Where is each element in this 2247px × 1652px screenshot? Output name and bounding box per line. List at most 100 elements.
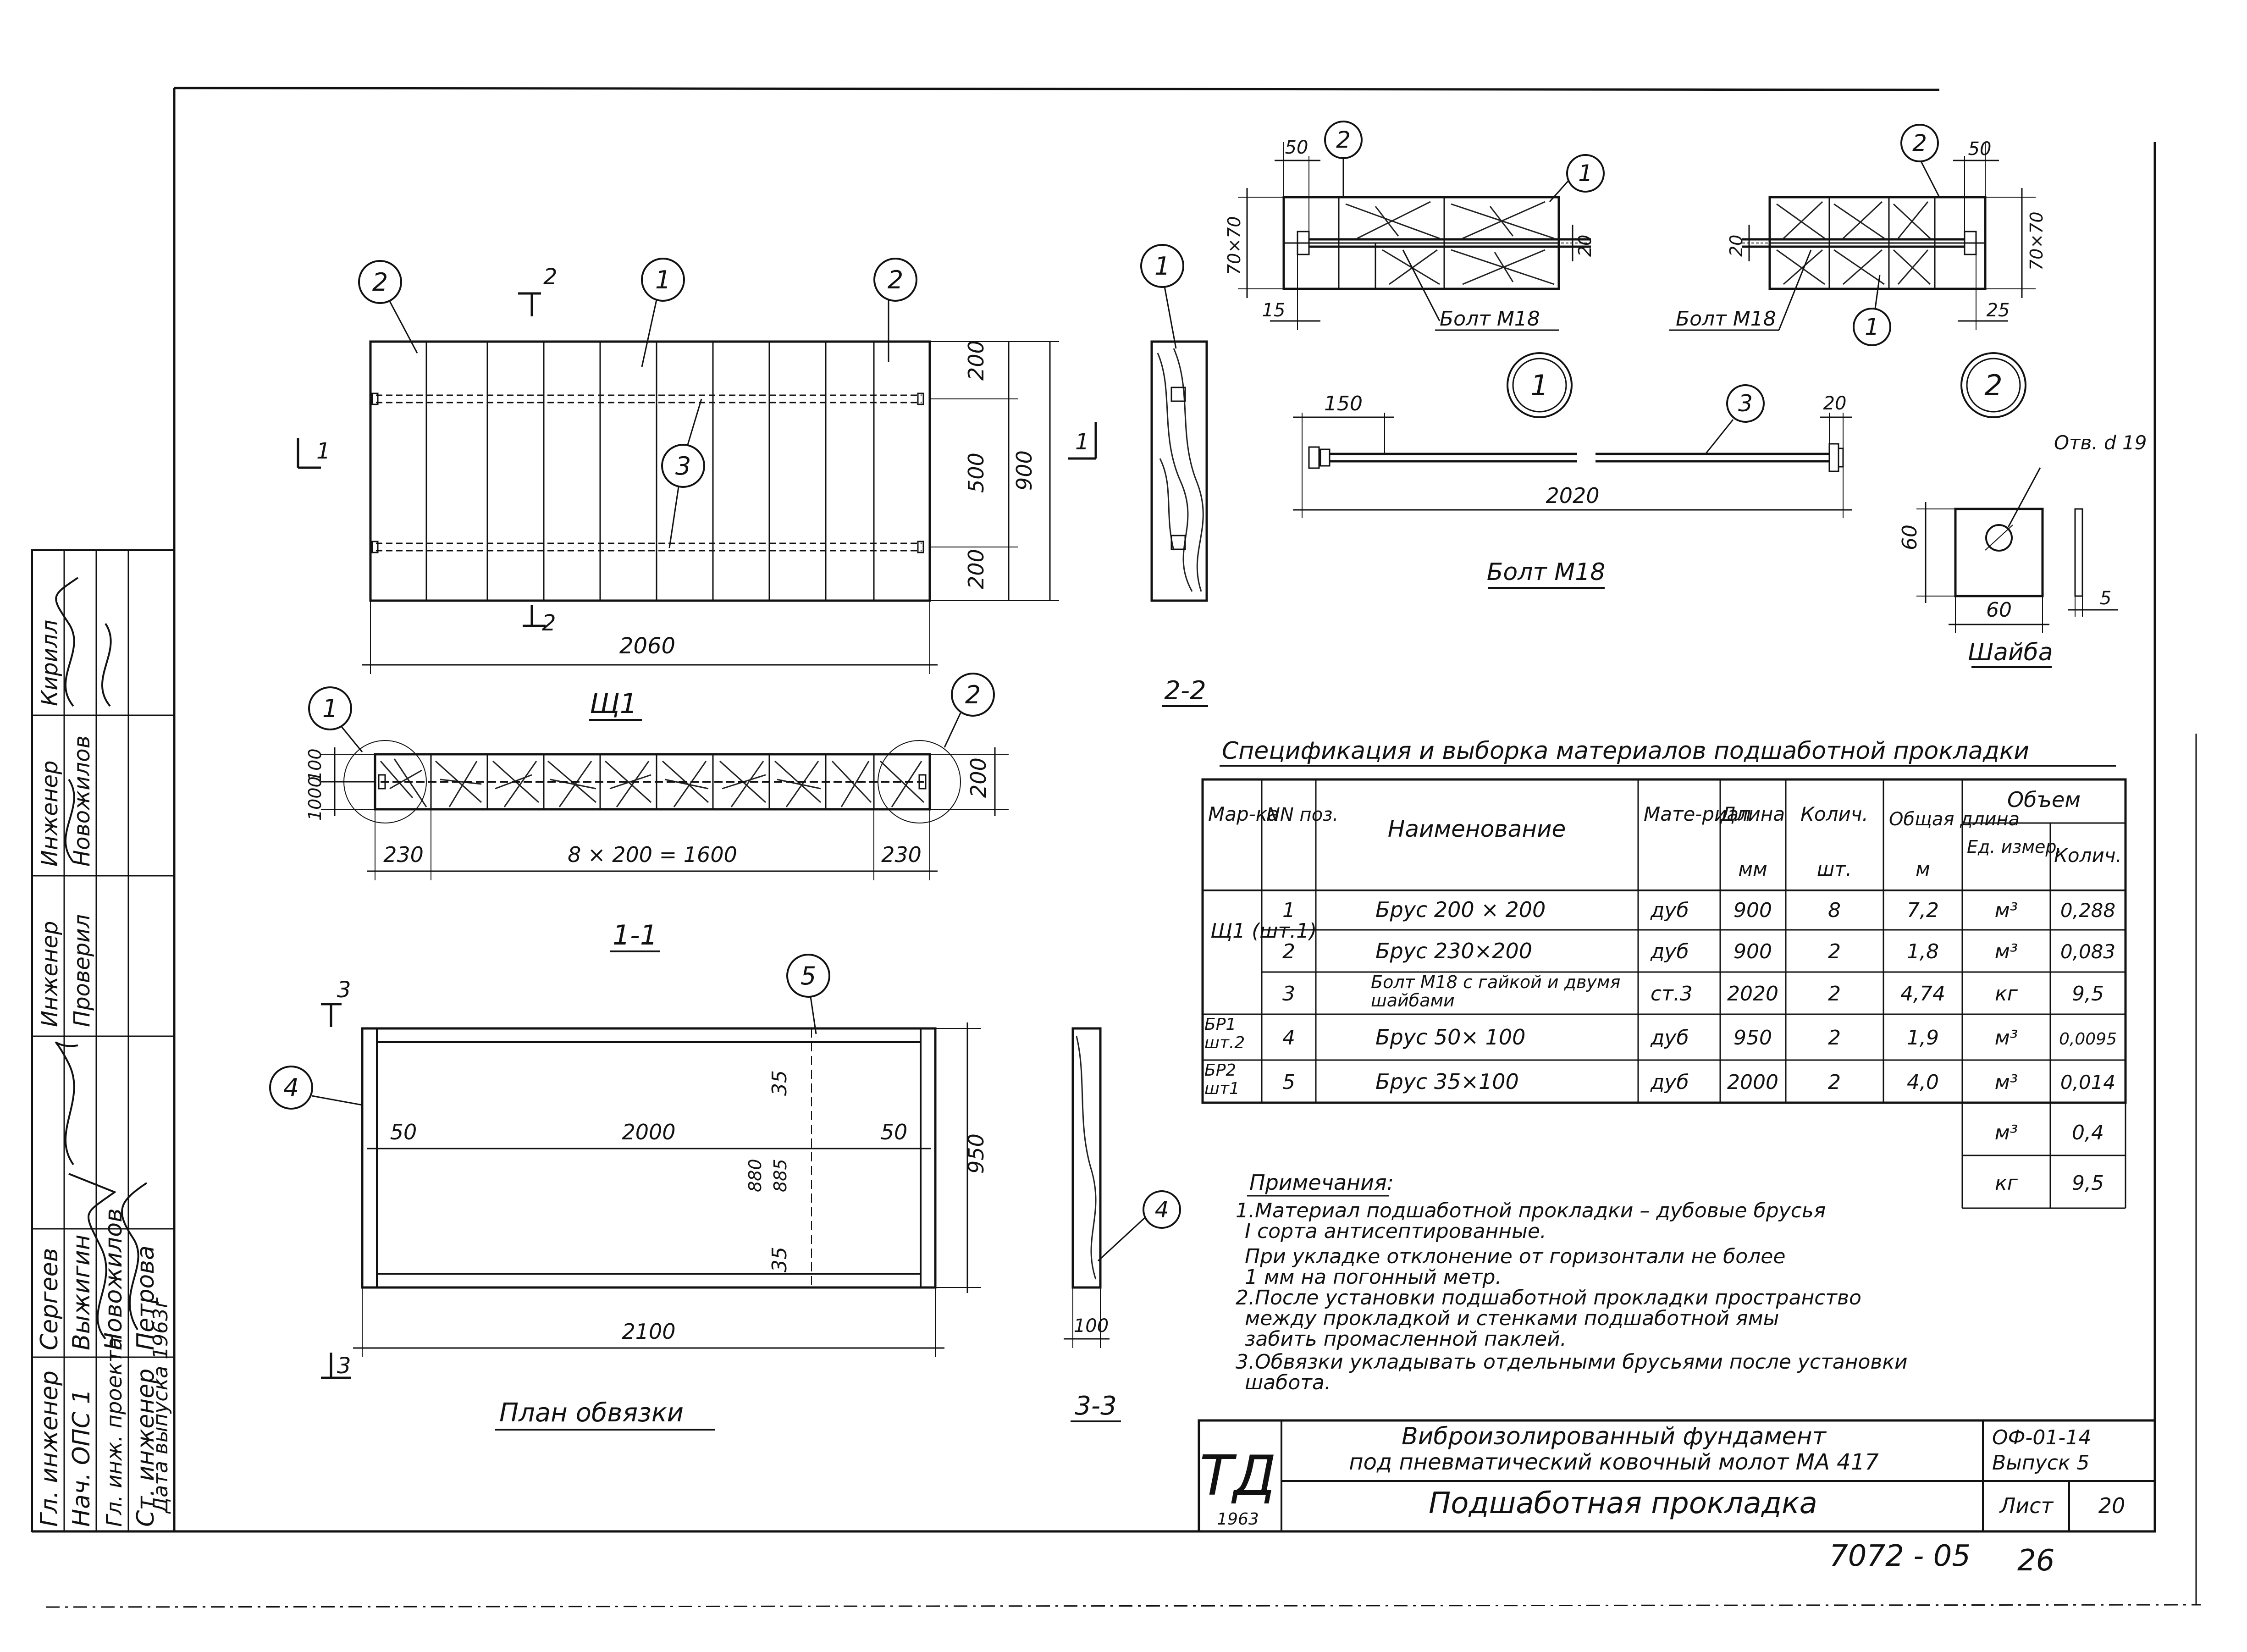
title-project-2: под пневматический ковочный молот МА 417 [1349,1449,1879,1475]
signature-5 [55,577,79,707]
sheet-frame [32,87,2201,1608]
spec-table: Спецификация и выборка материалов подшаб… [1201,737,2127,1209]
sec11-bubble-2: 2 [965,680,981,709]
row3-unit: кг [1995,982,2018,1006]
left-stamp: Гл. инженер Нач. ОПС 1 Гл. инж. проекта … [31,549,175,1532]
det1-bolt-label: Болт М18 [1440,307,1540,331]
notes-line-5: 2.После установки подшаботной прокладки … [1236,1286,1861,1309]
row2-len: 900 [1734,940,1772,963]
obv-bubble-4: 4 [283,1073,299,1102]
row3-pos: 3 [1282,982,1295,1006]
row3-vol: 9,5 [2072,982,2104,1006]
det1-bubble-2: 2 [1336,127,1351,153]
row4-pos: 4 [1282,1026,1295,1050]
washer-dim-5: 5 [2100,588,2111,609]
hdr-qty-unit: шт. [1817,858,1852,880]
sec33-title: 3-3 [1075,1391,1116,1421]
sec33-bubble: 4 [1155,1197,1169,1223]
det1-dim-70x70: 70×70 [1224,216,1244,275]
washer-dim-60h: 60 [1986,598,2012,622]
row1-qty: 8 [1828,899,1841,922]
page-number: 26 [2017,1544,2054,1578]
plan-bubble-2b: 2 [888,265,903,294]
row4-vol: 0,0095 [2059,1030,2117,1049]
bolt-dim-2020: 2020 [1546,483,1599,508]
row5-total: 4,0 [1907,1071,1939,1094]
obv-dim-50b: 50 [881,1120,908,1144]
row2-total: 1,8 [1907,940,1939,963]
cut2-bottom: 2 [542,610,556,636]
row3-total: 4,74 [1900,982,1945,1006]
title-issue: Выпуск 5 [1992,1451,2089,1475]
hdr-nn: NN поз. [1266,804,1338,825]
det2-bubble-1: 1 [1865,314,1879,340]
obv-dim-35b: 35 [768,1247,791,1272]
row1-marka: Щ1 (шт.1) [1210,919,1317,943]
sec11-title: 1-1 [613,919,657,951]
stamp-upper-3: Инженер [37,761,63,867]
notes-line-9: шабота. [1245,1371,1331,1394]
title-sheet-title: Подшаботная прокладка [1429,1486,1817,1520]
obv-dim-50a: 50 [390,1120,417,1144]
notes-line-2: I сорта антисептированные. [1245,1220,1546,1243]
section-3-3: 4 100 3-3 [1064,1027,1181,1422]
signature-2 [68,1173,117,1340]
row4-mat: дуб [1650,1026,1689,1050]
notes-line-7: забить промасленной паклей. [1245,1327,1567,1351]
sec11-dim-left2: 100 [305,748,325,782]
sec11-dim-1600: 8 × 200 = 1600 [568,842,737,867]
row1-total: 7,2 [1907,899,1939,922]
sec11-bubble-1: 1 [322,694,338,723]
washer-title: Шайба [1968,639,2053,666]
stamp-name-3: Новожилов [100,1208,127,1350]
signature-4 [64,779,75,863]
row4-qty: 2 [1828,1026,1841,1050]
row1-unit: м³ [1995,899,2018,922]
stamp-name-4: Петрова [132,1245,160,1350]
plan-shch1: 2 1 2 3 2 2 1 1 200 500 200 900 [297,258,1097,721]
row3-qty: 2 [1828,982,1841,1006]
signature-3 [55,1041,78,1166]
plan-dim-200-bottom: 200 [964,549,988,589]
plan-dim-500: 500 [964,453,988,493]
row5-marka: БР2 шт1 [1204,1061,1240,1098]
hdr-material: Мате-риал [1644,803,1751,825]
stamp-name-2: Выжигин [68,1235,95,1350]
stamp-upper-1: Инженер [37,921,63,1027]
row5-pos: 5 [1282,1071,1295,1094]
washer-dim-60v: 60 [1898,525,1921,550]
plan-dim-900: 900 [1012,450,1037,491]
stamp-role-4: Ст. инженер [132,1369,160,1527]
row1-mat: дуб [1650,899,1689,922]
sec11-dim-230a: 230 [383,842,424,867]
notes-line-1: 1.Материал подшаботной прокладки – дубов… [1236,1199,1826,1222]
row2-mat: дуб [1650,940,1689,963]
obv-dim-2100: 2100 [622,1319,675,1344]
notes-line-4: 1 мм на погонный метр. [1245,1265,1502,1289]
det1-mark: 1 [1530,369,1548,402]
row4-unit: м³ [1995,1026,2018,1050]
hdr-vol-unit: Ед. измер. [1967,837,2062,857]
title-year: 1963 [1217,1510,1259,1529]
title-sheet-label: Лист [1999,1493,2054,1518]
cut3-top: 3 [337,977,351,1003]
section-2-2: 1 2-2 [1140,244,1208,707]
det2-bolt-label: Болт М18 [1676,307,1776,331]
total1-unit: м³ [1995,1121,2018,1144]
det2-bubble-2: 2 [1912,130,1927,156]
obv-dim-880: 880 [745,1159,765,1192]
row2-pos: 2 [1282,940,1295,963]
row5-len: 2000 [1727,1071,1778,1094]
det1-dim-50: 50 [1285,137,1308,158]
washer-hole-label: Отв. d 19 [2054,431,2147,454]
row5-name: Брус 35×100 [1375,1069,1519,1094]
notes-line-6: между прокладкой и стенками подшаботной … [1245,1307,1779,1330]
obv-dim-950: 950 [964,1133,988,1174]
det2-dim-50: 50 [1968,138,1992,160]
row3-name-box: Болт М18 с гайкой и двумя шайбами [1371,973,1620,1010]
spec-title: Спецификация и выборка материалов подшаб… [1222,737,2029,765]
washer-drawing: Отв. d 19 60 60 5 Шайба [1898,431,2147,668]
plan-bubble-1: 1 [655,265,671,294]
row2-unit: м³ [1995,940,2018,963]
